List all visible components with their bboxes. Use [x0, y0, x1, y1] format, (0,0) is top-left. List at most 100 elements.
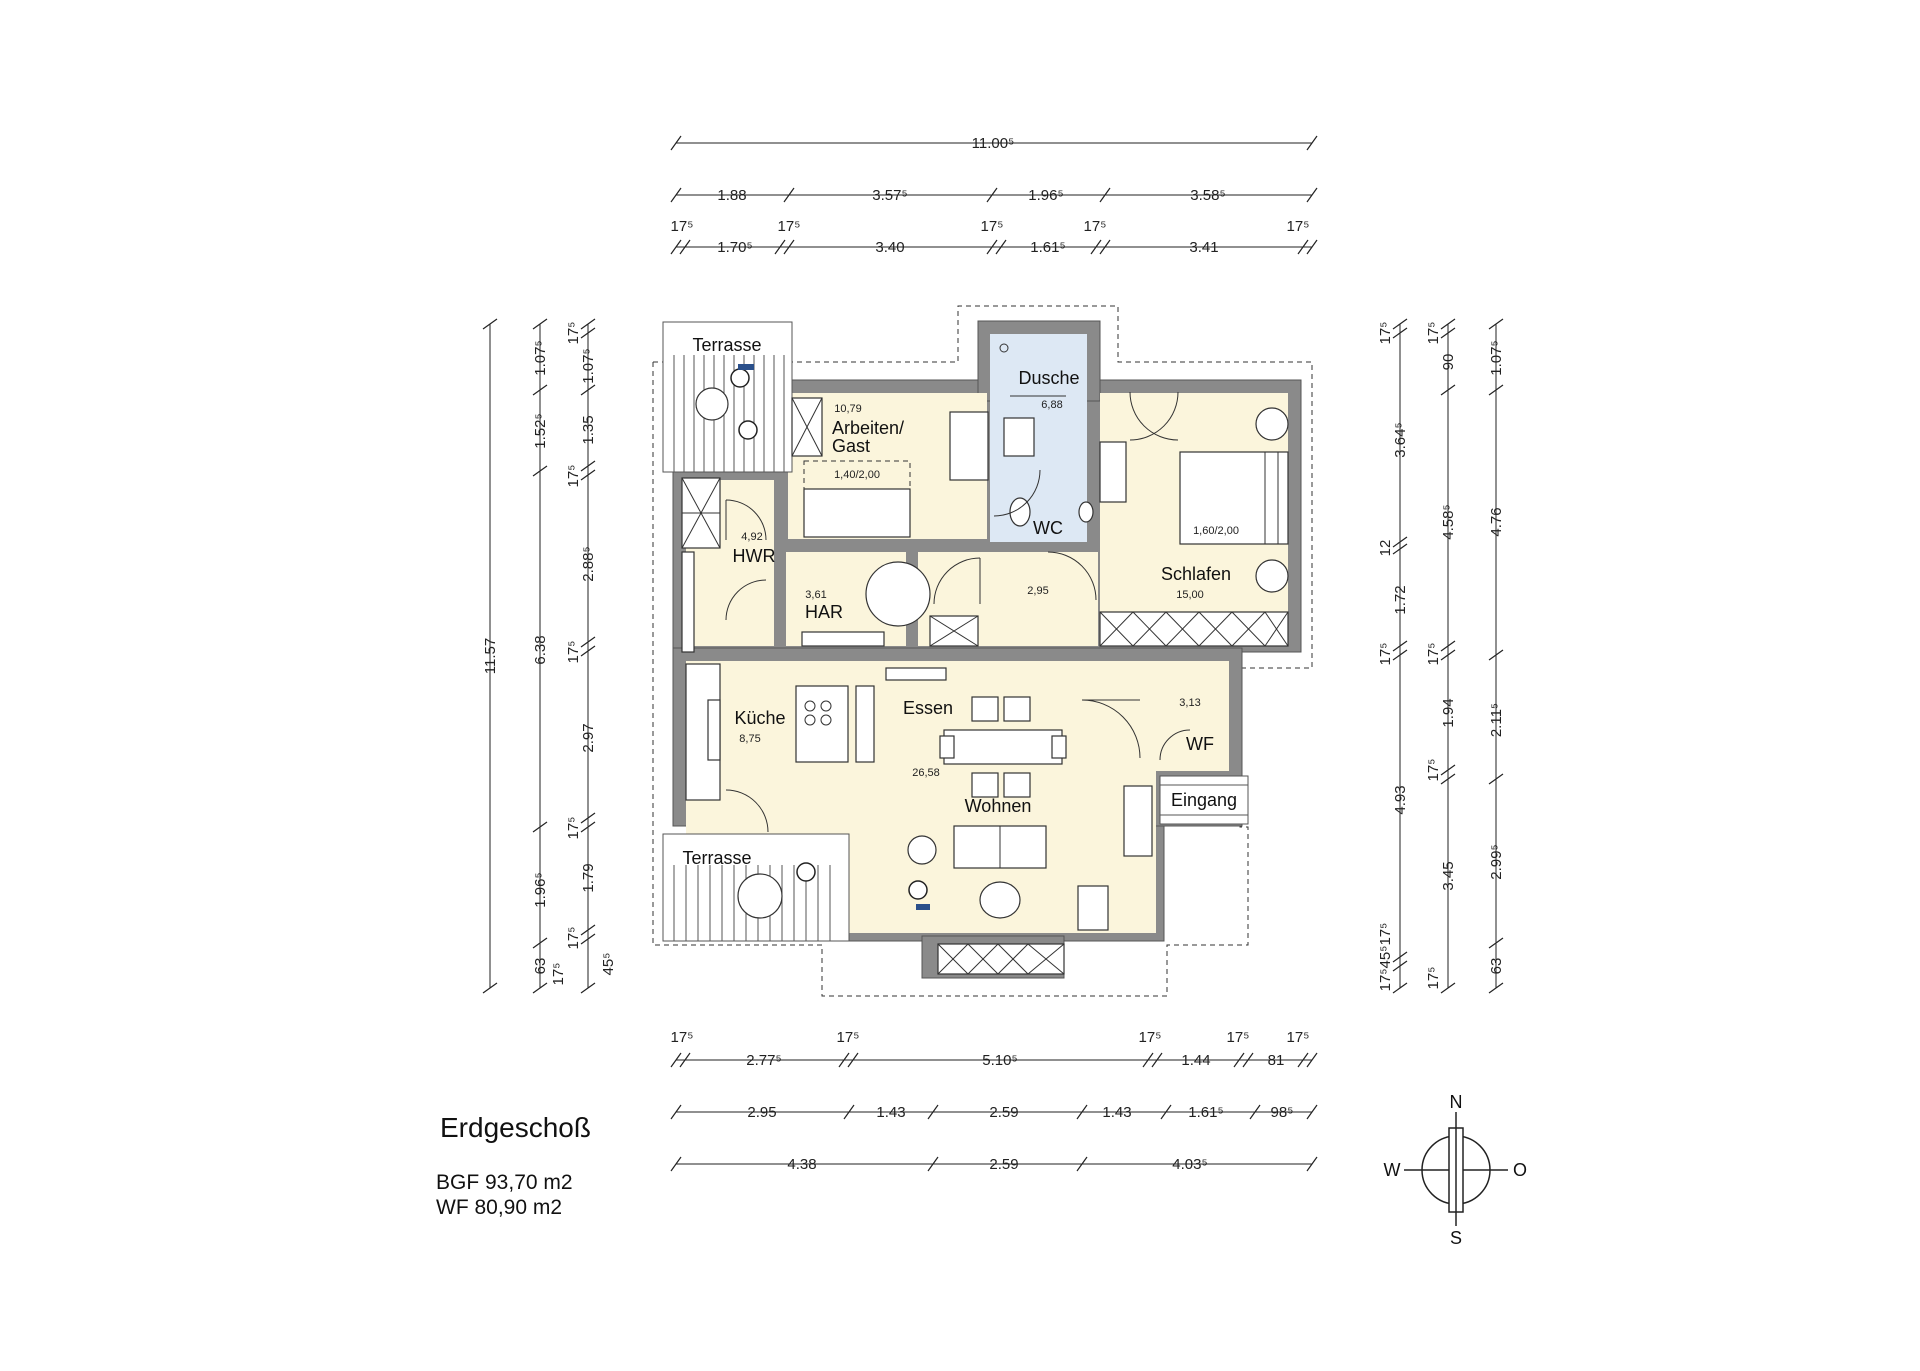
- compass-icon: N S W O: [1384, 1092, 1528, 1248]
- dim-left-seg: 2.88⁵: [580, 546, 597, 581]
- dim-wall: 17⁵: [565, 817, 582, 840]
- laundry-drum: [865, 561, 931, 627]
- bath-fixtures: [999, 343, 1094, 527]
- nightstand-bottom: [1255, 559, 1289, 593]
- nightstand-top: [1255, 407, 1289, 441]
- dim-left-seg: 45⁵: [600, 953, 617, 976]
- area-arbeiten: 10,79: [834, 403, 862, 415]
- dim-right-seg: 4.58⁵: [1440, 504, 1457, 539]
- label-wc: WC: [1033, 518, 1063, 538]
- label-schlafen: Schlafen: [1161, 564, 1231, 584]
- dim-right-seg: 1.07⁵: [1488, 340, 1505, 375]
- label-essen: Essen: [903, 698, 953, 718]
- dim-wall: 17⁵: [1227, 1029, 1250, 1046]
- dim-right-seg: 2.99⁵: [1488, 844, 1505, 879]
- armchair: [1077, 885, 1109, 931]
- bgf-value: BGF 93,70 m2: [436, 1171, 573, 1194]
- label-bed-large: 1,60/2,00: [1193, 525, 1239, 537]
- entrance-step: [1159, 775, 1249, 825]
- dim-total-height: 11.57: [482, 638, 499, 674]
- dim-wall: 17⁵: [565, 322, 582, 345]
- har-shelf: [801, 631, 885, 647]
- dim-bottom-seg: 4.38: [787, 1156, 816, 1173]
- furniture: [695, 387, 1289, 931]
- label-hwr: HWR: [733, 546, 776, 566]
- label-terrasse-bottom: Terrasse: [682, 848, 751, 868]
- sideboard: [885, 667, 947, 681]
- area-hwr: 4,92: [741, 531, 762, 543]
- cabinet-arbeiten: [791, 397, 823, 457]
- dim-bottom-seg: 2.95: [747, 1104, 776, 1121]
- dim-wall: 17⁵: [837, 1029, 860, 1046]
- area-schlafen: 15,00: [1176, 589, 1204, 601]
- dim-right-seg: 63: [1488, 958, 1505, 975]
- room-labels: Terrasse Terrasse 10,79 Arbeiten/ Gast 1…: [682, 335, 1238, 868]
- shower-head: [999, 343, 1009, 353]
- kitchen-counter: [685, 663, 875, 801]
- dim-top-seg: 3.57⁵: [872, 187, 907, 204]
- dim-top-inner: 1.70⁵: [717, 239, 752, 256]
- dim-wall: 17⁵: [1377, 643, 1394, 666]
- dims-left: 11.57 1.07⁵ 1.52⁵ 6.38 1.96⁵ 63 17⁵ 1.07…: [482, 318, 617, 994]
- dim-right-seg: 2.11⁵: [1488, 703, 1505, 737]
- dim-wall: 17⁵: [565, 641, 582, 664]
- building: [652, 305, 1313, 997]
- wf-value: WF 80,90 m2: [436, 1196, 562, 1219]
- dim-wall: 17⁵: [1377, 322, 1394, 345]
- dims-top: 11.00⁵ 1.88 3.57⁵ 1.96⁵ 3.58⁵ 17⁵ 17⁵ 17…: [670, 135, 1318, 256]
- small-basin: [1078, 501, 1094, 523]
- plan-title: Erdgeschoß: [440, 1112, 591, 1143]
- compass-east: O: [1513, 1160, 1527, 1180]
- dim-left-seg: 1.52⁵: [532, 413, 549, 448]
- label-dusche: Dusche: [1018, 368, 1079, 388]
- room-wf: [1142, 661, 1229, 771]
- area-flur: 2,95: [1027, 585, 1048, 597]
- cabinets-bay: [937, 943, 1065, 975]
- dim-left-seg: 6.38: [532, 635, 549, 664]
- dim-top-inner: 3.41: [1189, 239, 1218, 256]
- dim-left-seg: 1.96⁵: [532, 872, 549, 907]
- dim-right-seg: 1.72: [1392, 585, 1409, 614]
- dim-right-seg: 4.93: [1392, 785, 1409, 814]
- area-kueche: 8,75: [739, 733, 760, 745]
- dining-table: [943, 729, 1063, 765]
- bedroom-chair: [1099, 441, 1127, 503]
- dim-left-seg: 2.97: [580, 723, 597, 752]
- cabinets-hwr: [681, 477, 721, 653]
- label-gast: Gast: [832, 436, 870, 456]
- label-kueche: Küche: [734, 708, 785, 728]
- guest-bed: [803, 488, 911, 538]
- compass-south: S: [1450, 1228, 1462, 1248]
- dim-wall: 17⁵: [1425, 643, 1442, 666]
- dim-total-width: 11.00⁵: [972, 135, 1015, 152]
- terrace-table: [737, 873, 783, 919]
- dim-bottom-seg: 98⁵: [1271, 1104, 1294, 1121]
- doors: [725, 391, 1191, 833]
- dim-bottom-seg: 1.43: [1102, 1104, 1131, 1121]
- label-bed-small: 1,40/2,00: [834, 469, 880, 481]
- washbasin: [1003, 417, 1035, 457]
- dim-wall: 17⁵: [1287, 218, 1310, 235]
- dim-wall: 17⁵: [1287, 1029, 1310, 1046]
- dim-left-seg: 63: [532, 958, 549, 975]
- dim-wall: 17⁵: [671, 1029, 694, 1046]
- dim-bottom-seg: 1.43: [876, 1104, 905, 1121]
- coffee-table: [979, 881, 1021, 919]
- dim-top-inner: 3.40: [875, 239, 904, 256]
- terrace-top-table: [695, 387, 729, 421]
- dim-wall: 17⁵: [1425, 759, 1442, 782]
- dim-wall: 17⁵: [565, 465, 582, 488]
- dim-top-seg: 1.88: [717, 187, 746, 204]
- dim-right-seg: 4.76: [1488, 507, 1505, 536]
- roof-outline: [652, 305, 1313, 997]
- cabinets-schlafen: [1099, 611, 1289, 647]
- area-har: 3,61: [805, 589, 826, 601]
- dim-wall: 17⁵: [1084, 218, 1107, 235]
- dim-wall: 17⁵: [1425, 322, 1442, 345]
- dim-bottom-seg: 2.59: [989, 1104, 1018, 1121]
- label-wf: WF: [1186, 734, 1214, 754]
- dim-wall: 17⁵: [1139, 1029, 1162, 1046]
- dim-bottom-seg: 4.03⁵: [1172, 1156, 1207, 1173]
- title-block: Erdgeschoß BGF 93,70 m2 WF 80,90 m2: [436, 1112, 591, 1219]
